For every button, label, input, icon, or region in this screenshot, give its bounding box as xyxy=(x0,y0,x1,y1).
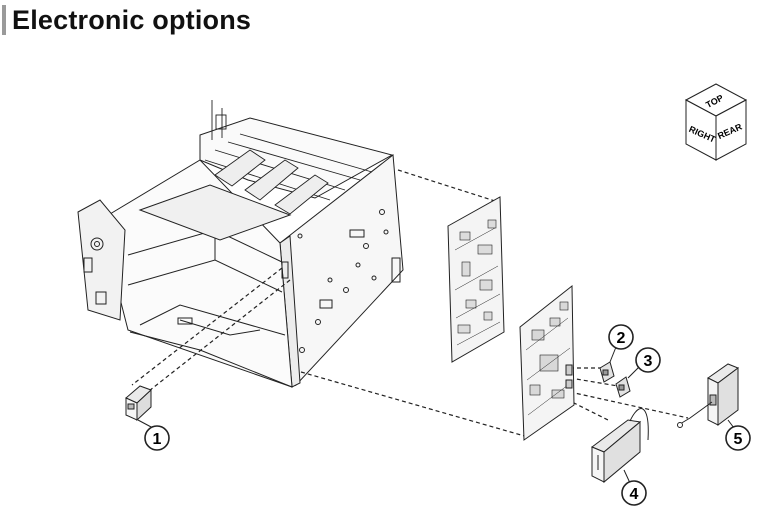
page-header: Electronic options xyxy=(0,0,251,40)
leader-lines xyxy=(131,169,689,438)
callout-number: 5 xyxy=(734,431,743,448)
callout-3: 3 xyxy=(627,347,661,379)
orientation-cube xyxy=(684,83,748,161)
printer-frame xyxy=(77,100,404,388)
callout-4: 4 xyxy=(621,469,647,506)
page-title: Electronic options xyxy=(12,4,252,35)
callout-number: 1 xyxy=(153,431,162,448)
part-5-module-with-cable xyxy=(677,363,740,428)
callout-5: 5 xyxy=(725,419,751,451)
title-accent-bar xyxy=(2,5,6,35)
controller-board-large xyxy=(447,196,505,363)
controller-board-small xyxy=(519,284,575,441)
part-2-chip xyxy=(599,361,615,383)
callout-number: 3 xyxy=(644,353,653,370)
callout-1: 1 xyxy=(137,419,170,451)
part-1-card-module xyxy=(125,385,152,422)
callout-number: 2 xyxy=(617,330,626,347)
callout-2: 2 xyxy=(608,324,634,363)
part-3-chip xyxy=(615,376,631,398)
part-4-hard-disk xyxy=(591,408,649,484)
callout-number: 4 xyxy=(630,486,639,503)
